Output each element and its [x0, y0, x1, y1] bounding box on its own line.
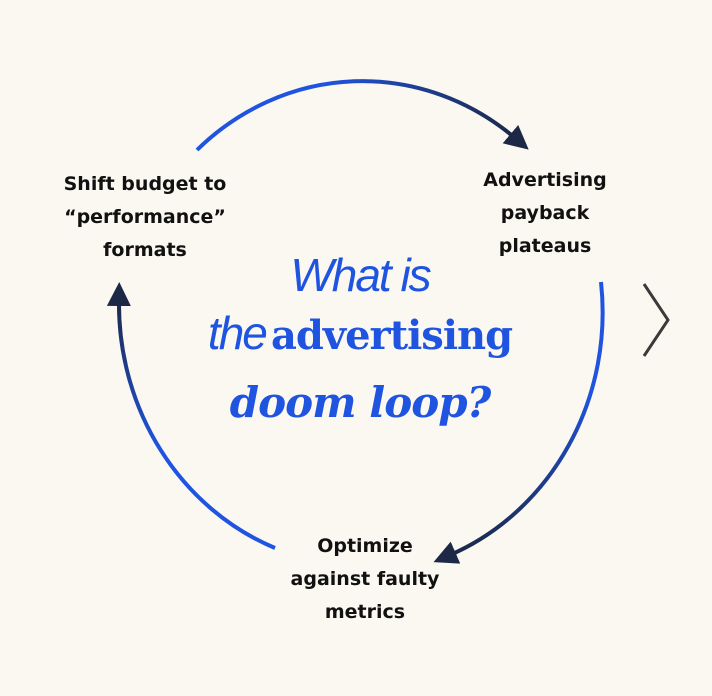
step-shift-budget: Shift budget to “performance” formats [40, 168, 250, 267]
arrow-step1-to-step2 [195, 79, 529, 152]
step-label-line: against faulty [290, 568, 440, 590]
step-label-line: “performance” [64, 206, 226, 228]
next-slide-button[interactable] [638, 280, 674, 360]
step-label-line: payback [500, 202, 590, 224]
step-payback-plateaus: Advertising payback plateaus [470, 164, 620, 263]
step-label-line: Advertising [483, 169, 607, 191]
title-the: the [207, 307, 268, 359]
step-label-line: formats [103, 239, 187, 261]
chevron-right-icon [642, 283, 670, 357]
title-advertising: advertising [270, 312, 513, 359]
step-label-line: Optimize [317, 535, 413, 557]
title-line-1: What is [290, 249, 431, 301]
arrow-step2-to-step3 [433, 281, 605, 564]
center-title: What is the advertising doom loop? [160, 248, 560, 431]
step-label-line: metrics [324, 601, 406, 623]
step-label-line: Shift budget to [63, 173, 227, 195]
step-label-line: plateaus [498, 235, 592, 257]
arrow-step3-to-step1 [106, 282, 276, 550]
title-line-3: doom loop? [229, 378, 491, 427]
step-optimize-metrics: Optimize against faulty metrics [265, 530, 465, 629]
